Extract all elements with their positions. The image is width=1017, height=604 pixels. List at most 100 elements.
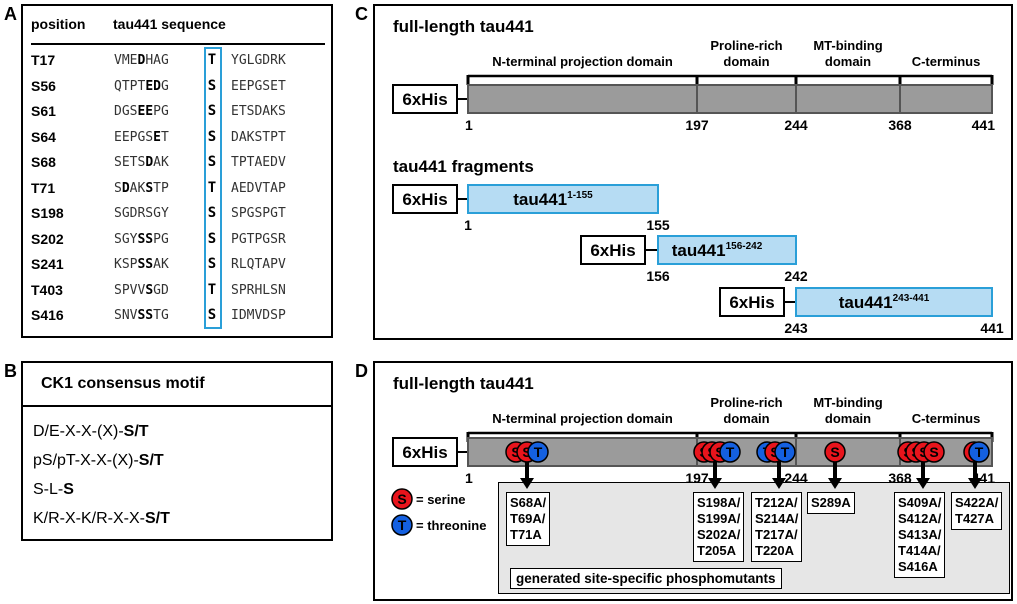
motif-segment: S/T xyxy=(145,510,170,527)
sequence-segment: AK xyxy=(153,257,169,272)
mutant-label: T205A xyxy=(697,543,737,558)
mutant-label: T427A xyxy=(955,511,995,526)
domain-label: N-terminal projection domain xyxy=(492,54,673,69)
sequence-segment: D xyxy=(121,180,130,196)
legend-serine-icon xyxy=(391,488,413,510)
sequence-segment: SETS xyxy=(114,155,146,170)
row-position: S416 xyxy=(31,307,64,323)
sequence-segment: GD xyxy=(153,282,169,298)
row-sequence-after: RLQTAPV xyxy=(231,257,286,272)
row-position: S241 xyxy=(31,256,64,272)
serine-marker xyxy=(923,441,945,463)
sequence-segment: KSP xyxy=(114,257,138,272)
row-sequence-before: SDAKSTP xyxy=(114,181,169,196)
row-phosphosite: T xyxy=(207,179,217,196)
residue-tick-label: 1 xyxy=(465,117,473,133)
mutant-label: S412A/ xyxy=(898,511,942,526)
fragment-name: tau441156-242 xyxy=(672,241,763,260)
sequence-segment: PG xyxy=(153,104,169,119)
sequence-segment: SPVV xyxy=(114,282,146,298)
fragment-bar xyxy=(795,287,993,317)
motif-line: D/E-X-X-(X)-S/T xyxy=(33,423,149,441)
motif-line: S-L-S xyxy=(33,481,74,499)
motif-segment: S-L- xyxy=(33,481,64,498)
mutant-label: T220A xyxy=(755,543,795,558)
motif-rule xyxy=(23,405,331,407)
sequence-segment: AK xyxy=(129,180,146,196)
row-sequence-after: IDMVDSP xyxy=(231,308,286,323)
panel-label-a: A xyxy=(4,4,17,24)
sequence-segment: VME xyxy=(114,53,138,68)
row-sequence-after: TPTAEDV xyxy=(231,155,286,170)
row-phosphosite: S xyxy=(207,154,217,170)
mutation-arrowhead xyxy=(968,478,982,489)
sequence-segment: S xyxy=(114,180,122,196)
fragment-his-tag-label: 6xHis xyxy=(402,190,447,209)
fragment-end-label: 155 xyxy=(646,217,670,233)
mutation-arrowhead xyxy=(828,478,842,489)
mutant-label: T414A/ xyxy=(898,543,941,558)
row-sequence-before: SPVVSGD xyxy=(114,283,169,298)
row-phosphosite: S xyxy=(207,77,217,94)
panel-c-diagram: full-length tau441 tau441 fragments N-te… xyxy=(392,17,1004,336)
sequence-segment: SS xyxy=(137,308,154,323)
panel-label-d: D xyxy=(355,361,368,381)
panel-d-title: full-length tau441 xyxy=(393,374,534,393)
sequence-segment: S xyxy=(145,180,154,196)
motif-line: K/R-X-K/R-X-X-S/T xyxy=(33,510,170,528)
row-phosphosite: T xyxy=(207,281,217,298)
his-tag-box xyxy=(392,437,458,467)
panel-label-b: B xyxy=(4,361,17,381)
domain-label: domain xyxy=(825,54,871,69)
threonine-marker xyxy=(774,441,796,463)
legend-label: = threonine xyxy=(416,518,486,533)
row-sequence-after: AEDVTAP xyxy=(231,180,286,196)
threonine-marker xyxy=(968,441,990,463)
row-position: T17 xyxy=(31,52,56,68)
header-sequence: tau441 sequence xyxy=(113,16,226,32)
motif-segment: S/T xyxy=(138,452,164,469)
sequence-segment: SS xyxy=(137,231,154,247)
domain-label: Proline-rich xyxy=(710,38,782,53)
row-sequence-after: DAKSTPT xyxy=(231,129,286,145)
marker-letter: T xyxy=(975,444,984,460)
fragment-his-tag-label: 6xHis xyxy=(729,293,774,312)
fragment-name: tau4411-155 xyxy=(513,190,593,209)
panel-c-constructs: full-length tau441 tau441 fragments N-te… xyxy=(373,4,1013,340)
mutant-label: T69A/ xyxy=(510,511,546,526)
row-sequence-after: SPGSPGT xyxy=(231,206,286,221)
row-position: S198 xyxy=(31,205,64,221)
row-position: T403 xyxy=(31,281,63,298)
residue-tick-label: 368 xyxy=(888,470,912,486)
marker-letter: T xyxy=(781,444,790,460)
legend-letter: T xyxy=(398,517,407,533)
mutation-arrowhead xyxy=(916,478,930,489)
fragment-start-label: 156 xyxy=(646,268,670,284)
serine-marker xyxy=(824,441,846,463)
row-position: S64 xyxy=(31,128,56,145)
domain-label: domain xyxy=(723,54,769,69)
sequence-segment: DGS xyxy=(114,104,138,119)
sequence-segment: D xyxy=(145,155,154,170)
row-sequence-before: QTPTEDG xyxy=(114,79,169,94)
row-sequence-after: EEPGSET xyxy=(231,78,286,94)
mutant-label: T217A/ xyxy=(755,527,798,542)
mutation-arrowhead xyxy=(708,478,722,489)
residue-tick-label: 197 xyxy=(685,470,709,486)
legend-threonine-icon xyxy=(391,514,413,536)
row-sequence-before: EEPGSET xyxy=(114,130,169,145)
mutant-group-box: S68A/T69A/T71A xyxy=(506,492,551,546)
mutant-label: S199A/ xyxy=(697,511,741,526)
motif-segment: D/E-X-X-(X)- xyxy=(33,423,124,440)
row-position: T71 xyxy=(31,179,56,196)
motif-segment: S/T xyxy=(123,423,149,440)
mutant-label: S422A/ xyxy=(955,495,999,510)
row-phosphosite: S xyxy=(207,230,217,247)
residue-tick-label: 197 xyxy=(685,117,709,133)
mutant-label: S198A/ xyxy=(697,495,741,510)
sequence-segment: E xyxy=(153,129,161,145)
fragment-bar xyxy=(657,235,797,265)
header-position: position xyxy=(31,16,86,32)
